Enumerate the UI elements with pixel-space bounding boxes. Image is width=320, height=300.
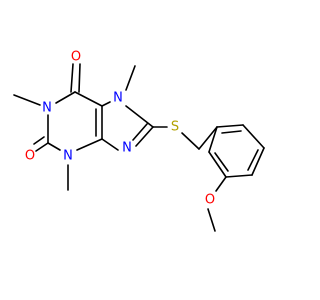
atom-o-carbonyl-left: O <box>25 149 35 164</box>
ring-bond-6 <box>208 126 218 153</box>
ring-bond-3 <box>251 147 265 176</box>
bond-n7-methyl <box>125 65 136 91</box>
bond-c6-n1 <box>55 91 76 104</box>
atom-labels: O N O N N N S O <box>25 50 215 208</box>
molecule-canvas: O N O N N N S O <box>13 49 265 232</box>
ring-bond-1 <box>216 124 244 128</box>
ring-bond-5 <box>208 151 227 178</box>
atom-o-carbonyl-top: O <box>71 50 81 65</box>
bond-ch2-ring <box>198 126 218 150</box>
bond-s-ch2 <box>181 132 200 150</box>
atom-n9: N <box>122 141 132 156</box>
ring-double-2 <box>247 149 259 171</box>
bond-c6-o-double <box>78 63 81 93</box>
bond-n3-c4 <box>76 138 103 151</box>
ring-bond-4 <box>225 174 253 178</box>
bond-c2-o-double <box>33 136 45 145</box>
ring-bond-2 <box>242 124 265 149</box>
structure-drawing: O N O N N N S O <box>13 50 265 232</box>
atom-n3: N <box>63 149 73 164</box>
bond-n1-methyl <box>13 94 41 106</box>
ring-double-3 <box>214 152 229 172</box>
ring-double-1 <box>221 130 242 134</box>
bonds <box>13 63 265 232</box>
bond-c5-c6 <box>74 91 103 107</box>
bond-c5-n7 <box>101 101 111 107</box>
atom-n7: N <box>113 91 123 106</box>
bond-o-methyl <box>207 208 216 232</box>
bond-c2-o <box>35 142 49 152</box>
atom-o-methoxy: O <box>205 193 215 208</box>
atom-n1: N <box>42 101 52 116</box>
bond-n7-c8 <box>125 105 154 128</box>
bond-c2-n3 <box>47 142 61 151</box>
bond-c6-o <box>70 63 74 93</box>
atom-sulfur: S <box>171 120 179 135</box>
bond-c8-n9 <box>135 126 154 147</box>
bond-n9-c4 <box>101 138 119 151</box>
bond-ring-ome <box>215 176 227 192</box>
bond-c8-n9-double <box>132 123 148 141</box>
